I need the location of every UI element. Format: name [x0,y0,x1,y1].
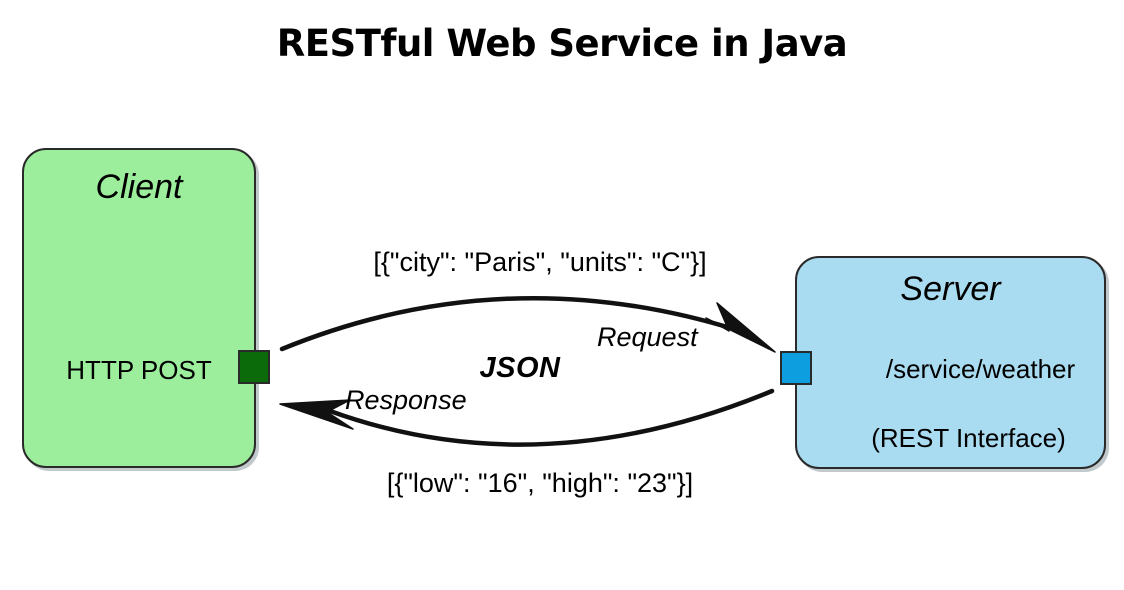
client-http-method-label: HTTP POST [66,355,212,385]
client-port-icon[interactable] [238,350,270,384]
request-arrow-icon [279,295,776,353]
client-title: Client [95,168,183,206]
request-label: Request [597,322,698,352]
request-payload-label: [{"city": "Paris", "units": "C"}] [373,247,707,277]
page-title: RESTful Web Service in Java [276,22,848,65]
server-title: Server [900,270,1001,308]
server-port-icon[interactable] [780,351,812,385]
server-interface-note: (REST Interface) [871,423,1066,453]
data-format-label: JSON [479,352,561,384]
response-label: Response [345,385,467,415]
server-endpoint-path: /service/weather [885,354,1076,384]
node-server[interactable]: Server /service/weather (REST Interface) [795,256,1106,469]
node-client[interactable]: Client HTTP POST [22,148,256,468]
response-payload-label: [{"low": "16", "high": "23"}] [386,468,694,498]
